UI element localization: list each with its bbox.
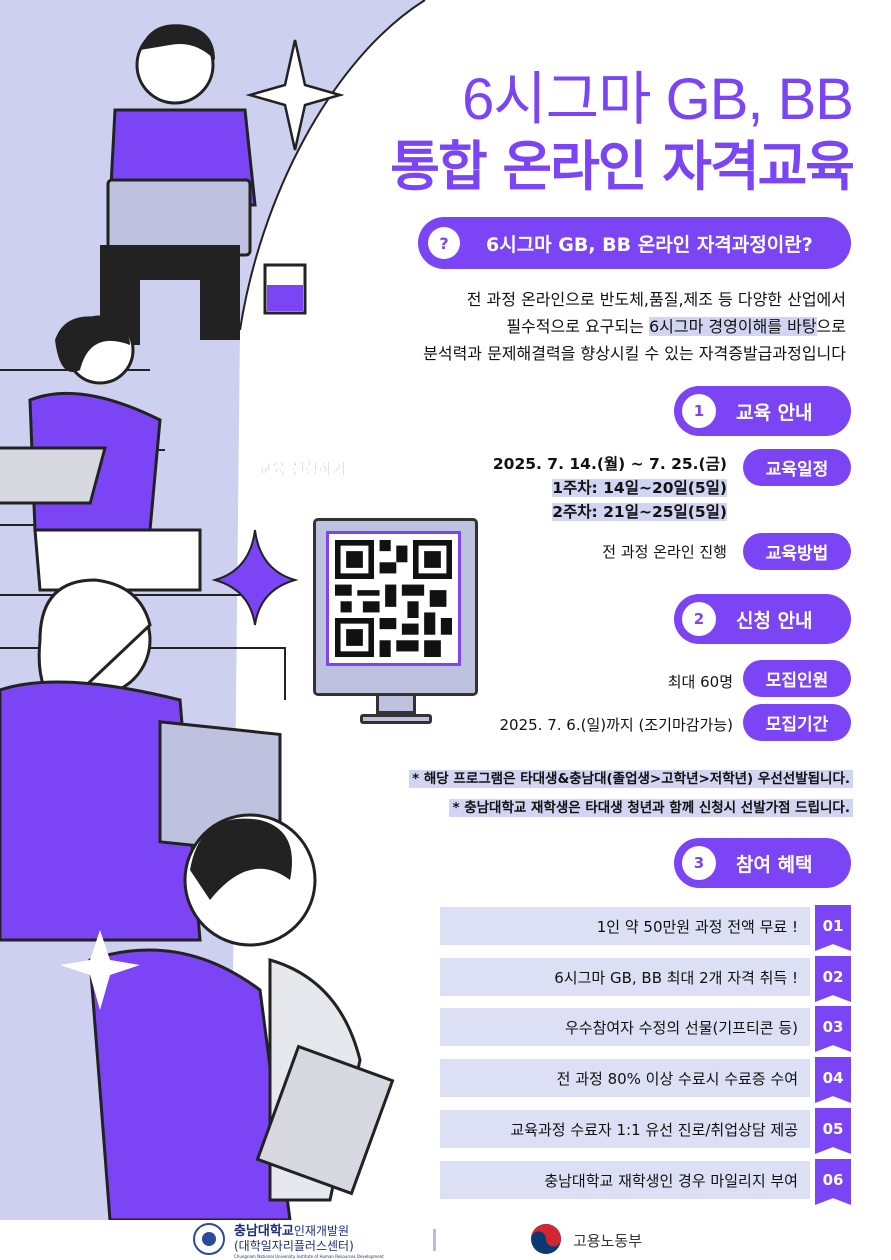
- title-line1: 6시그마 GB, BB: [462, 67, 854, 132]
- benefit-row: 우수참여자 수정의 선물(기프티콘 등): [440, 1008, 810, 1046]
- university-eng: Chungnam National University Institute o…: [234, 1254, 384, 1259]
- intro-line2: 필수적으로 요구되는 6시그마 경영이해를 바탕으로: [346, 313, 846, 340]
- ministry-logo-icon: [531, 1224, 561, 1254]
- section3-heading-pill: 3 참여 혜택: [674, 838, 851, 888]
- period-text: 2025. 7. 6.(일)까지 (조기마감가능): [499, 716, 733, 734]
- section3-number: 3: [682, 846, 716, 880]
- section2-number: 2: [682, 602, 716, 636]
- benefit-row: 6시그마 GB, BB 최대 2개 자격 취득 !: [440, 958, 810, 996]
- intro-line2-post: 으로: [816, 317, 846, 336]
- capacity-text: 최대 60명: [667, 673, 733, 691]
- schedule-week2: 2주차: 21일~25일(5일): [552, 503, 727, 521]
- ministry-name: 고용노동부: [573, 1232, 643, 1250]
- university-sub: (대학일자리플러스센터): [234, 1239, 354, 1253]
- benefit-number: 03: [815, 1006, 851, 1052]
- qr-code[interactable]: [326, 531, 461, 666]
- benefit-number: 02: [815, 956, 851, 1002]
- method-tag: 교육방법: [743, 533, 851, 570]
- capacity-tag: 모집인원: [743, 660, 851, 697]
- university-name: 충남대학교: [234, 1224, 294, 1239]
- schedule-tag: 교육일정: [743, 449, 851, 486]
- intro-highlight: 6시그마 경영이해를 바탕: [648, 317, 817, 336]
- monitor-stand: [376, 696, 416, 714]
- intro-heading: 6시그마 GB, BB 온라인 자격과정이란?: [486, 233, 813, 256]
- section1-heading-pill: 1 교육 안내: [674, 386, 851, 436]
- university-dept: 인재개발원: [293, 1224, 350, 1238]
- footer: [0, 1220, 891, 1260]
- schedule-text: 2025. 7. 14.(월) ~ 7. 25.(금) 1주차: 14일~20일…: [493, 452, 727, 524]
- question-icon: ?: [428, 227, 460, 259]
- intro-line1: 전 과정 온라인으로 반도체,품질,제조 등 다양한 산업에서: [466, 290, 846, 309]
- benefit-row: 충남대학교 재학생인 경우 마일리지 부여: [440, 1161, 810, 1199]
- benefit-number: 04: [815, 1057, 851, 1103]
- university-seal-icon: [193, 1223, 225, 1255]
- benefit-number: 06: [815, 1159, 851, 1205]
- section2-title: 신청 안내: [736, 609, 813, 632]
- benefit-number: 01: [815, 905, 851, 951]
- qr-code-pattern: [335, 540, 452, 657]
- university-logo-text: 충남대학교인재개발원 (대학일자리플러스센터) Chungnam Nationa…: [234, 1222, 384, 1259]
- section1-title: 교육 안내: [736, 401, 813, 424]
- intro-heading-pill: ? 6시그마 GB, BB 온라인 자격과정이란?: [418, 217, 851, 269]
- intro-line3: 분석력과 문제해결력을 향상시킬 수 있는 자격증발급과정입니다: [423, 344, 846, 363]
- method-text: 전 과정 온라인 진행: [602, 543, 727, 561]
- intro-text: 전 과정 온라인으로 반도체,품질,제조 등 다양한 산업에서 필수적으로 요구…: [346, 286, 846, 367]
- intro-line2-pre: 필수적으로 요구되는: [506, 317, 649, 336]
- note-2: * 충남대학교 재학생은 타대생 청년과 함께 신청시 선발가점 드립니다.: [449, 799, 853, 817]
- notes: * 해당 프로그램은 타대생&충남대(졸업생>고학년>저학년) 우선선발됩니다.…: [409, 764, 853, 822]
- section1-number: 1: [682, 394, 716, 428]
- monitor-base: [360, 714, 432, 724]
- note-1: * 해당 프로그램은 타대생&충남대(졸업생>고학년>저학년) 우선선발됩니다.: [409, 770, 853, 788]
- benefit-row: 1인 약 50만원 과정 전액 무료 !: [440, 907, 810, 945]
- qr-monitor: [313, 518, 478, 696]
- schedule-dates: 2025. 7. 14.(월) ~ 7. 25.(금): [492, 455, 727, 473]
- title-line2: 통합 온라인 자격교육: [390, 135, 855, 198]
- section3-title: 참여 혜택: [736, 853, 813, 876]
- period-tag: 모집기간: [743, 704, 851, 741]
- section2-heading-pill: 2 신청 안내: [674, 594, 851, 644]
- benefit-number: 05: [815, 1108, 851, 1154]
- footer-divider: [433, 1229, 436, 1251]
- schedule-week1: 1주차: 14일~20일(5일): [552, 479, 727, 497]
- benefit-row: 교육과정 수료자 1:1 유선 진로/취업상담 제공: [440, 1110, 810, 1148]
- qr-label: 교육 신청하기: [258, 460, 347, 479]
- benefit-row: 전 과정 80% 이상 수료시 수료증 수여: [440, 1059, 810, 1097]
